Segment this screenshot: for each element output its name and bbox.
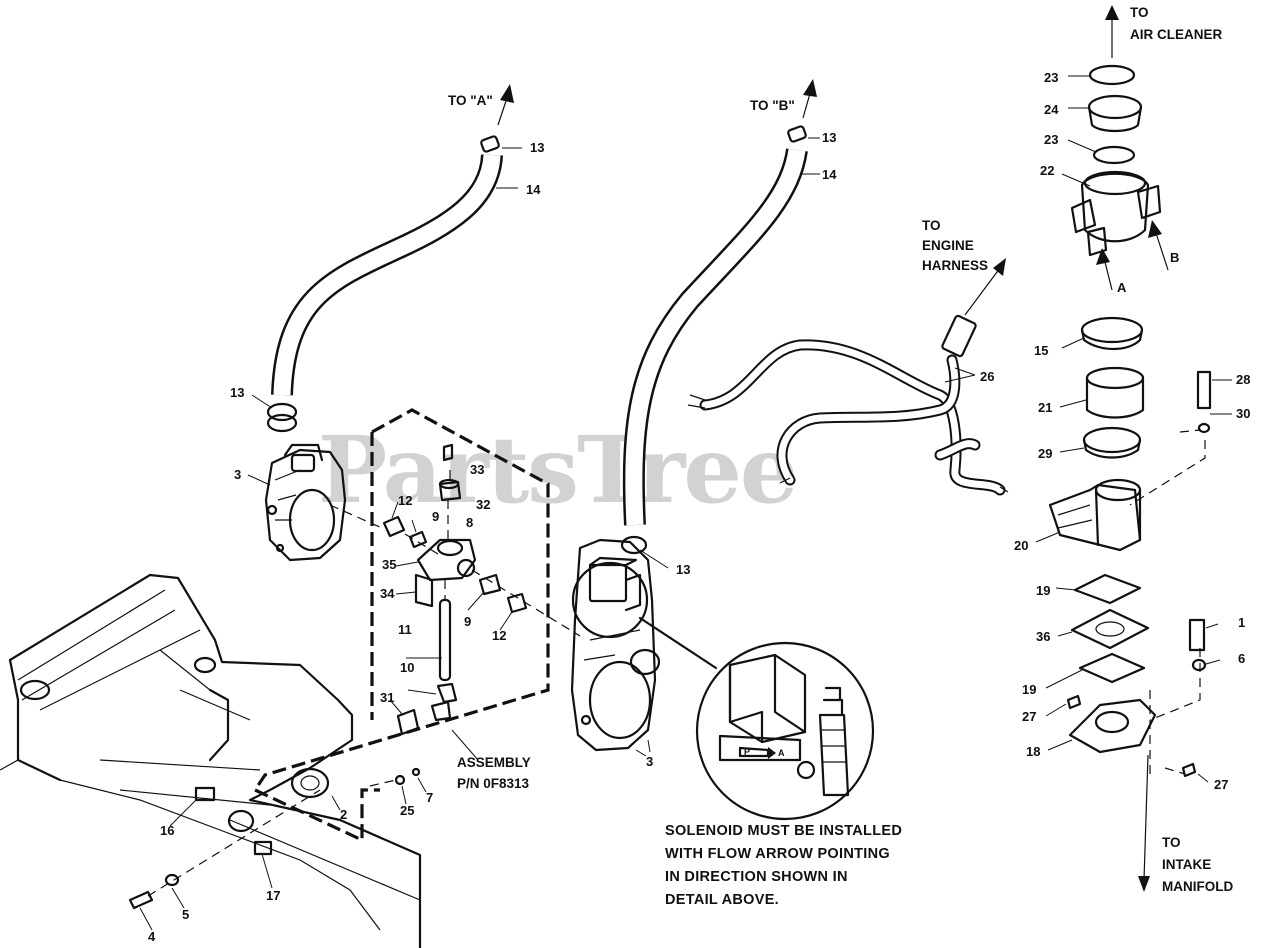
label-arrow-a: A [1117,280,1127,295]
label-to-intake-2: INTAKE [1162,857,1211,872]
solenoid-note-line-2: WITH FLOW ARROW POINTING [665,846,890,862]
svg-text:A: A [778,748,785,758]
callout-28: 28 [1236,372,1250,387]
solenoid-note-line-4: DETAIL ABOVE. [665,892,779,908]
engine-block [0,573,422,948]
hose-clamp-top-b [787,125,807,143]
callout-23: 23 [1044,70,1058,85]
solenoid-detail-view: P A [695,641,875,821]
arrow-to-a [497,84,514,126]
callout-31: 31 [380,690,394,705]
hose-clamp-top-a [480,135,500,153]
label-to-engine-harness-3: HARNESS [922,258,988,273]
callout-3: 3 [646,754,653,769]
regulator-left [264,443,347,562]
callout-13: 13 [530,140,544,155]
regulator-center-with-solenoid [570,538,661,752]
hose-to-a [271,153,503,396]
callout-5: 5 [182,907,189,922]
label-to-intake-3: MANIFOLD [1162,879,1233,894]
callout-4: 4 [148,929,156,944]
callout-19: 19 [1036,583,1050,598]
callout-8: 8 [466,515,473,530]
assembly-label-1: ASSEMBLY [457,755,531,770]
callout-36: 36 [1036,629,1050,644]
callout-10: 10 [400,660,414,675]
callout-13: 13 [676,562,690,577]
wire-harness [687,258,1009,496]
callout-1: 1 [1238,615,1245,630]
callout-35: 35 [382,557,396,572]
callout-26: 26 [980,369,994,384]
callout-23: 23 [1044,132,1058,147]
callout-9: 9 [432,509,439,524]
callout-20: 20 [1014,538,1028,553]
callout-12: 12 [492,628,506,643]
detail-leader [638,616,718,670]
throttle-body-stack [1048,5,1212,892]
callout-22: 22 [1040,163,1054,178]
callout-14: 14 [822,167,837,182]
detail-locator-circle [571,561,649,639]
callout-14: 14 [526,182,541,197]
solenoid-note-line-3: IN DIRECTION SHOWN IN [665,869,848,885]
hose-to-b [622,148,808,526]
callout-34: 34 [380,586,395,601]
hose-clamp-lower-b [620,535,648,555]
callout-6: 6 [1238,651,1245,666]
callout-16: 16 [160,823,174,838]
callout-30: 30 [1236,406,1250,421]
callout-27: 27 [1214,777,1228,792]
fitting-assembly-parts [128,443,528,910]
callout-27: 27 [1022,709,1036,724]
label-to-air-cleaner-1: TO [1130,5,1149,20]
callout-33: 33 [470,462,484,477]
callout-15: 15 [1034,343,1048,358]
label-to-b: TO "B" [750,98,795,113]
callout-18: 18 [1026,744,1040,759]
assembly-boundary [252,408,550,843]
callout-29: 29 [1038,446,1052,461]
callout-leaders [139,75,1232,931]
callout-9: 9 [464,614,471,629]
callout-17: 17 [266,888,280,903]
hose-clamp-lower-a [266,413,298,433]
callout-13: 13 [822,130,836,145]
label-arrow-b: B [1170,250,1179,265]
watermark: PartsTree [318,416,796,524]
label-to-intake-1: TO [1162,835,1181,850]
svg-text:P: P [744,747,750,757]
label-to-engine-harness-1: TO [922,218,941,233]
arrow-to-b [802,79,817,119]
callout-3: 3 [234,467,241,482]
callout-21: 21 [1038,400,1052,415]
assembly-label-2: P/N 0F8313 [457,776,530,791]
part-callouts: 13 14 13 14 23 24 23 22 15 21 29 28 30 2… [148,70,1250,944]
solenoid-note-line-1: SOLENOID MUST BE INSTALLED [665,823,902,839]
callout-12: 12 [398,493,412,508]
label-to-air-cleaner-2: AIR CLEANER [1130,27,1223,42]
callout-7: 7 [426,790,433,805]
callout-2: 2 [340,807,347,822]
label-to-engine-harness-2: ENGINE [922,238,974,253]
label-to-a: TO "A" [448,93,493,108]
callout-24: 24 [1044,102,1059,117]
callout-19: 19 [1022,682,1036,697]
assembly-guide-lines [147,429,1206,897]
callout-25: 25 [400,803,414,818]
callout-11: 11 [398,622,412,637]
callout-13: 13 [230,385,244,400]
callout-32: 32 [476,497,490,512]
solenoid-body [588,563,628,603]
